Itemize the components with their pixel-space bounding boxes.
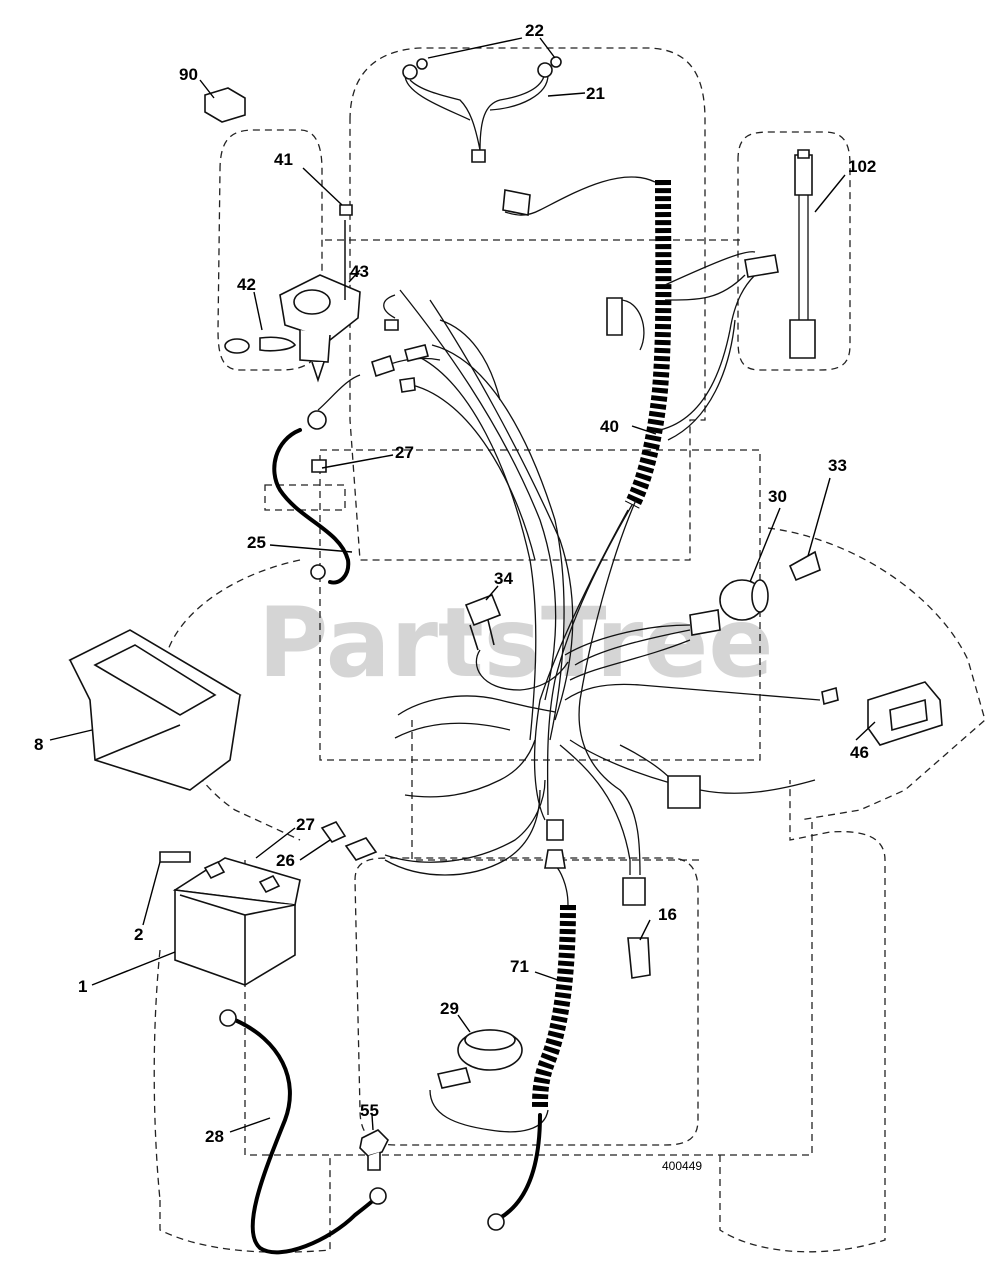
callout-30: 30 bbox=[768, 487, 787, 506]
callout-71: 71 bbox=[510, 957, 529, 976]
fuse-holder-26 bbox=[344, 837, 378, 861]
bolt-41 bbox=[339, 204, 353, 216]
nut-27 bbox=[311, 459, 327, 473]
callout-27-bottom: 27 bbox=[296, 815, 315, 834]
ignition-switch-30 bbox=[689, 579, 769, 636]
callout-34: 34 bbox=[494, 569, 513, 588]
callout-42: 42 bbox=[237, 275, 256, 294]
callout-16: 16 bbox=[658, 905, 677, 924]
headlight-bulb-right bbox=[537, 62, 553, 78]
harness-coil-sleeve bbox=[624, 179, 672, 509]
hour-meter-46 bbox=[821, 681, 943, 746]
battery-cable-25 bbox=[272, 428, 351, 585]
callout-29: 29 bbox=[440, 999, 459, 1018]
bolt-2 bbox=[159, 851, 191, 863]
callout-43: 43 bbox=[350, 262, 369, 281]
callout-46: 46 bbox=[850, 743, 869, 762]
boot-42 bbox=[259, 336, 297, 352]
callout-55: 55 bbox=[360, 1101, 379, 1120]
battery-box bbox=[68, 629, 242, 791]
callout-labels: 90 22 21 102 41 43 42 40 27 33 30 25 34 … bbox=[34, 21, 876, 1146]
connector-block bbox=[667, 775, 701, 809]
main-wiring-harness bbox=[383, 176, 821, 1133]
relay-90 bbox=[204, 87, 246, 123]
ground-cable-28 bbox=[233, 1018, 380, 1255]
callout-28: 28 bbox=[205, 1127, 224, 1146]
connector-16-mate bbox=[622, 877, 646, 906]
callout-1: 1 bbox=[78, 977, 87, 996]
callout-25: 25 bbox=[247, 533, 266, 552]
callout-33: 33 bbox=[828, 456, 847, 475]
fuse-harness-102 bbox=[744, 149, 816, 359]
callout-22: 22 bbox=[525, 21, 544, 40]
callout-40: 40 bbox=[600, 417, 619, 436]
headlight-harness bbox=[402, 56, 562, 163]
starter-solenoid bbox=[224, 204, 361, 383]
connector-top bbox=[502, 189, 531, 216]
headlight-bulb-left bbox=[402, 64, 418, 80]
seat-switch-29 bbox=[436, 1029, 523, 1089]
leader-lines bbox=[49, 37, 876, 1133]
starter-lead-71 bbox=[498, 1113, 542, 1220]
battery bbox=[172, 857, 301, 986]
callout-102: 102 bbox=[848, 157, 876, 176]
connector-plug-top bbox=[546, 819, 564, 841]
callout-2: 2 bbox=[134, 925, 143, 944]
callout-90: 90 bbox=[179, 65, 198, 84]
drawing-number: 400449 bbox=[662, 1159, 702, 1173]
callout-41: 41 bbox=[274, 150, 293, 169]
lead-coil-sleeve bbox=[532, 904, 576, 1109]
connector-plug-bottom bbox=[544, 849, 566, 869]
diode-16 bbox=[627, 937, 651, 979]
watermark: PartsTree bbox=[258, 587, 773, 699]
pto-switch-34 bbox=[464, 593, 502, 651]
interlock-switch-33 bbox=[788, 550, 821, 582]
callout-27-top: 27 bbox=[395, 443, 414, 462]
bolt-55 bbox=[359, 1129, 389, 1171]
connector-clip bbox=[606, 297, 623, 336]
callout-26: 26 bbox=[276, 851, 295, 870]
fuse-26 bbox=[320, 820, 347, 844]
callout-8: 8 bbox=[34, 735, 43, 754]
callout-21: 21 bbox=[586, 84, 605, 103]
